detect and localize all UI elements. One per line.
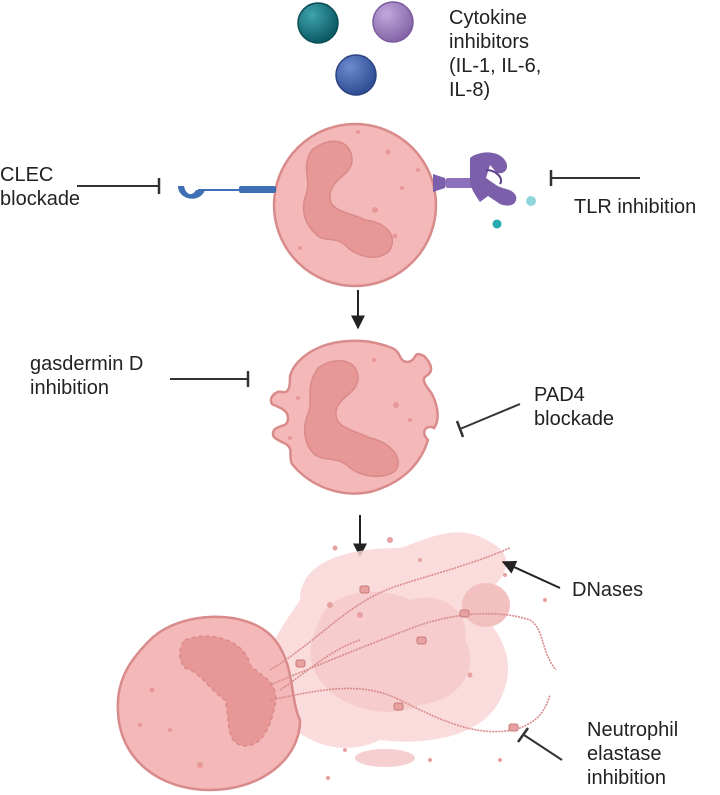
ligand-dot-1 bbox=[526, 196, 536, 206]
clec-receptor bbox=[178, 186, 276, 199]
label-cytokine-inhibitors: Cytokine inhibitors (IL-1, IL-6, IL-8) bbox=[449, 7, 542, 101]
elastase-inhibitor bbox=[516, 727, 563, 761]
nucleus-decondensed bbox=[179, 635, 277, 747]
label-pad4-blockade: PAD4 blockade bbox=[534, 384, 615, 430]
neutrophil-resting bbox=[272, 122, 438, 288]
cytokine-blue-sphere bbox=[335, 54, 377, 96]
clec-inhibitor bbox=[77, 178, 161, 194]
nucleus-activated bbox=[303, 359, 399, 478]
label-dnases: DNases bbox=[572, 579, 644, 601]
dna-strands bbox=[269, 547, 557, 733]
label-neutrophil-elastase-inhibition: Neutrophil elastase inhibition bbox=[587, 719, 679, 789]
debris bbox=[326, 537, 547, 780]
tlr-inhibitor bbox=[549, 170, 640, 186]
net-cloud bbox=[265, 532, 510, 767]
neutrophil-activated bbox=[269, 339, 439, 495]
label-gasdermin-inhibition: gasdermin D inhibition bbox=[30, 353, 144, 399]
label-clec-blockade: CLEC blockade bbox=[0, 164, 81, 210]
dnases-arrow bbox=[501, 560, 561, 589]
nucleus-resting bbox=[302, 140, 394, 258]
ligand-dot-2 bbox=[492, 219, 502, 229]
tlr-receptor bbox=[433, 152, 517, 206]
cytokine-teal-sphere bbox=[297, 2, 339, 44]
cytokine-purple-sphere bbox=[372, 1, 414, 43]
pad4-inhibitor bbox=[455, 403, 521, 438]
histones bbox=[295, 585, 519, 732]
neutrophil-netosis bbox=[116, 615, 302, 792]
label-tlr-inhibition: TLR inhibition bbox=[574, 196, 697, 218]
gasdermin-inhibitor bbox=[170, 371, 250, 387]
